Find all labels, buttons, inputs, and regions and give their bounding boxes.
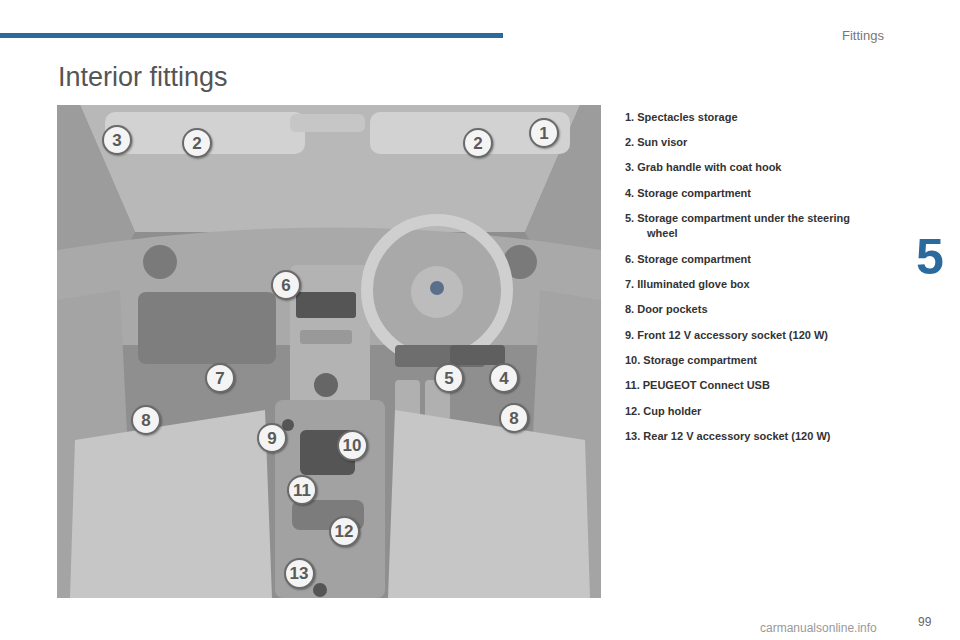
- callout-circle: 9: [257, 423, 287, 453]
- callout-circle: 4: [489, 363, 519, 393]
- callout-circle: 12: [329, 516, 360, 547]
- legend-item: 13. Rear 12 V accessory socket (120 W): [625, 429, 850, 444]
- callout-number: 12: [335, 523, 354, 540]
- callout-circle: 1: [529, 118, 559, 148]
- callout-number: 5: [444, 370, 453, 387]
- callout-circle: 2: [463, 128, 493, 158]
- legend-item: 9. Front 12 V accessory socket (120 W): [625, 328, 850, 343]
- callout-number: 10: [343, 437, 362, 454]
- legend-item: 1. Spectacles storage: [625, 110, 850, 125]
- chapter-number: 5: [916, 222, 944, 292]
- callout-circle: 7: [205, 363, 235, 393]
- callout-circle: 8: [499, 403, 529, 433]
- watermark: carmanualsonline.info: [760, 620, 877, 637]
- section-header: Fittings: [842, 27, 884, 45]
- callout-number: 1: [539, 125, 548, 142]
- callout-number: 2: [192, 135, 201, 152]
- interior-illustration: [57, 105, 601, 598]
- callout-circle: 10: [337, 430, 368, 461]
- callout-number: 8: [509, 410, 518, 427]
- legend-item: 12. Cup holder: [625, 404, 850, 419]
- legend-item: 11. PEUGEOT Connect USB: [625, 378, 850, 393]
- callout-circle: 13: [284, 558, 315, 589]
- callout-circle: 6: [271, 270, 301, 300]
- callout-number: 13: [290, 565, 309, 582]
- callout-number: 3: [112, 132, 121, 149]
- page-title: Interior fittings: [58, 62, 228, 93]
- callout-number: 2: [473, 135, 482, 152]
- page-number: 99: [918, 614, 931, 631]
- callout-circle: 5: [434, 363, 464, 393]
- callout-number: 7: [215, 370, 224, 387]
- callout-number: 8: [141, 412, 150, 429]
- legend-item: 2. Sun visor: [625, 135, 850, 150]
- legend-item: 8. Door pockets: [625, 302, 850, 317]
- callout-circle: 11: [287, 475, 317, 505]
- legend-item: 7. Illuminated glove box: [625, 277, 850, 292]
- header-bar: [0, 33, 503, 38]
- callout-number: 11: [293, 482, 311, 499]
- callout-number: 9: [267, 430, 276, 447]
- legend-item: 3. Grab handle with coat hook: [625, 160, 850, 175]
- legend-item: 6. Storage compartment: [625, 252, 850, 267]
- callout-circle: 8: [131, 405, 161, 435]
- legend-item: 10. Storage compartment: [625, 353, 850, 368]
- legend-item: 5. Storage compartment under the steerin…: [625, 211, 850, 242]
- callout-number: 4: [499, 370, 508, 387]
- callout-circle: 3: [102, 125, 132, 155]
- legend-item: 4. Storage compartment: [625, 186, 850, 201]
- callout-circle: 2: [182, 128, 212, 158]
- callout-number: 6: [281, 277, 290, 294]
